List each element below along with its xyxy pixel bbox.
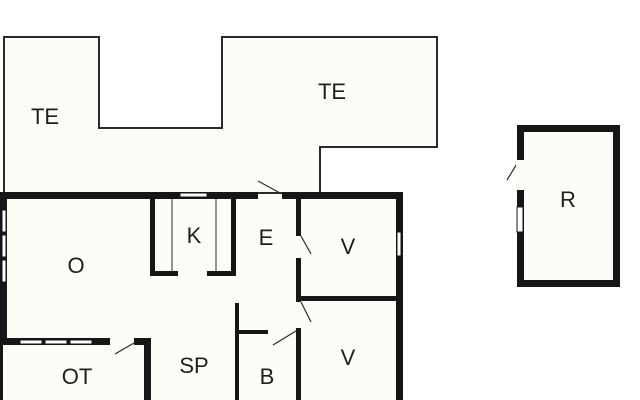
kitchen-counters bbox=[171, 199, 217, 272]
room-label-sp: SP bbox=[179, 353, 209, 378]
room-label-ot: OT bbox=[61, 364, 93, 389]
room-label-v-lower: V bbox=[340, 345, 356, 370]
door-swings bbox=[114, 161, 519, 355]
room-label-o: O bbox=[67, 253, 85, 278]
room-label-te-right: TE bbox=[317, 79, 347, 104]
room-label-r: R bbox=[560, 187, 576, 212]
room-label-e: E bbox=[258, 225, 274, 250]
room-label-b: B bbox=[259, 364, 275, 389]
terrace-outline bbox=[3, 36, 438, 194]
room-label-te-left: TE bbox=[30, 104, 60, 129]
room-label-v-upper: V bbox=[340, 234, 356, 259]
room-label-k: K bbox=[186, 223, 202, 248]
outbuilding-r bbox=[516, 125, 620, 287]
windows bbox=[1, 192, 402, 345]
